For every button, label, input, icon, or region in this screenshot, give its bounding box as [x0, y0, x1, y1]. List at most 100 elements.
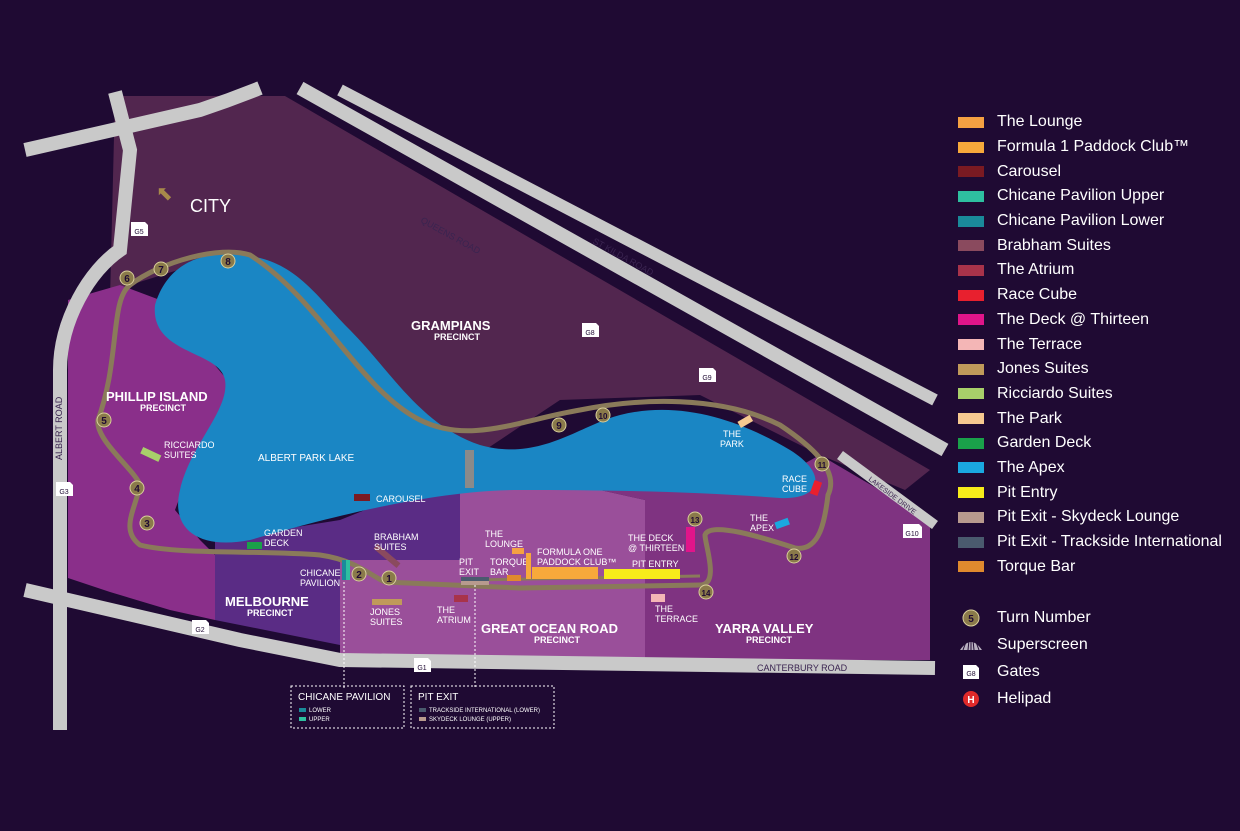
legend-swatch: [958, 166, 984, 178]
svg-text:G3: G3: [59, 489, 68, 496]
marker-carousel: [354, 494, 370, 501]
legend-swatch: [958, 314, 984, 326]
legend-item: Carousel: [958, 159, 1238, 184]
legend-label: Pit Exit - Trackside International: [997, 533, 1222, 551]
svg-text:8: 8: [225, 257, 231, 268]
turn-14[interactable]: 14: [698, 584, 714, 600]
svg-text:13: 13: [691, 516, 700, 525]
turn-10[interactable]: 10: [595, 407, 611, 423]
lake-bridge: [465, 450, 474, 488]
precinct-yarra-valley-sub: PRECINCT: [746, 635, 793, 645]
city-arrow-icon: ⬉: [156, 183, 173, 205]
svg-text:G1: G1: [417, 665, 426, 672]
marker-lounge: [512, 548, 524, 554]
gate-g5[interactable]: G5: [131, 222, 148, 236]
venue-paddock-1: FORMULA ONE: [537, 547, 603, 557]
svg-text:G5: G5: [134, 229, 143, 236]
venue-pit-entry: PIT ENTRY: [632, 559, 679, 569]
turn-11[interactable]: 11: [814, 456, 830, 472]
turn-1[interactable]: 1: [381, 570, 397, 586]
svg-text:14: 14: [702, 589, 711, 598]
legend-swatch: [958, 264, 984, 276]
legend-swatch: [958, 511, 984, 523]
legend-item: Brabham Suites: [958, 233, 1238, 258]
gate-g10[interactable]: G10: [903, 524, 922, 538]
gate-g8[interactable]: G8: [582, 323, 599, 337]
legend-swatch: [958, 240, 984, 252]
turn-13[interactable]: 13: [687, 511, 703, 527]
svg-text:6: 6: [124, 274, 130, 285]
race-track: [95, 249, 834, 591]
legend-label: Carousel: [997, 162, 1062, 180]
venue-pitexit-1: PIT: [459, 557, 474, 567]
venue-ricciardo-2: SUITES: [164, 450, 197, 460]
legend-item: The Terrace: [958, 332, 1238, 357]
legend-item: Torque Bar: [958, 554, 1238, 579]
legend-swatch: [958, 363, 984, 375]
road-canterbury: [23, 583, 936, 675]
pit-callout-lower: TRACKSIDE INTERNATIONAL (LOWER): [429, 708, 540, 714]
svg-text:1: 1: [386, 574, 392, 585]
turn-6[interactable]: 6: [119, 270, 135, 286]
venue-atrium-2: ATRIUM: [437, 615, 471, 625]
legend-item: The Atrium: [958, 258, 1238, 283]
venue-jones-2: SUITES: [370, 617, 403, 627]
venue-garden-2: DECK: [264, 538, 289, 548]
lake-label: ALBERT PARK LAKE: [258, 453, 354, 464]
marker-pit-exit-skydeck: [461, 581, 489, 585]
yarra-valley-precinct-area: [600, 455, 930, 660]
precinct-melbourne: MELBOURNE: [225, 594, 309, 609]
svg-text:4: 4: [134, 484, 140, 495]
legend-item: Jones Suites: [958, 357, 1238, 382]
precinct-great-ocean-road-sub: PRECINCT: [534, 635, 581, 645]
legend-label: Pit Entry: [997, 483, 1058, 501]
legend-item: The Apex: [958, 456, 1238, 481]
marker-brabham: [373, 544, 401, 568]
legend-label: Chicane Pavilion Lower: [997, 212, 1165, 230]
legend-label: Torque Bar: [997, 557, 1076, 575]
legend-item: The Park: [958, 406, 1238, 431]
svg-text:H: H: [967, 695, 974, 706]
gate-g3[interactable]: G3: [56, 482, 73, 496]
venue-terrace-2: TERRACE: [655, 614, 698, 624]
venue-apex-2: APEX: [750, 523, 774, 533]
venue-park-1: THE: [723, 429, 741, 439]
marker-chicane-lower: [342, 560, 346, 580]
road-st-kilda-band: [337, 84, 938, 406]
legend-swatch: [958, 388, 984, 400]
legend-turn-number: 5 Turn Number: [958, 604, 1238, 631]
turn-7[interactable]: 7: [153, 261, 169, 277]
turn-12[interactable]: 12: [786, 548, 802, 564]
precinct-grampians-sub: PRECINCT: [434, 332, 481, 342]
pit-callout-lower-swatch: [419, 708, 426, 712]
legend-swatch: [958, 141, 984, 153]
turn-5[interactable]: 5: [96, 412, 112, 428]
legend-item: The Deck @ Thirteen: [958, 308, 1238, 333]
legend-superscreen: Superscreen: [958, 631, 1238, 658]
legend-swatch: [958, 215, 984, 227]
turn-3[interactable]: 3: [139, 515, 155, 531]
precinct-grampians: GRAMPIANS: [411, 318, 491, 333]
venue-racecube-2: CUBE: [782, 484, 807, 494]
turn-9[interactable]: 9: [551, 417, 567, 433]
chicane-callout-lower: LOWER: [309, 708, 332, 714]
gate-g2[interactable]: G2: [192, 620, 209, 634]
precinct-yarra-valley: YARRA VALLEY: [715, 621, 814, 636]
svg-text:9: 9: [556, 421, 562, 432]
road-label-albert: ALBERT ROAD: [54, 396, 64, 460]
gate-icon: G8: [958, 662, 984, 682]
precinct-great-ocean-road: GREAT OCEAN ROAD: [481, 621, 618, 636]
superscreen-icon: [958, 635, 984, 655]
svg-text:10: 10: [599, 412, 608, 421]
gate-g9[interactable]: G9: [699, 368, 716, 382]
turn-8[interactable]: 8: [220, 253, 236, 269]
marker-garden-deck: [247, 542, 262, 549]
turn-4[interactable]: 4: [129, 480, 145, 496]
legend-label: Formula 1 Paddock Club™: [997, 138, 1190, 156]
chicane-callout-upper-swatch: [299, 717, 306, 721]
gate-g1[interactable]: G1: [414, 658, 431, 672]
turn-2[interactable]: 2: [351, 566, 367, 582]
precinct-phillip-island-sub: PRECINCT: [140, 403, 187, 413]
